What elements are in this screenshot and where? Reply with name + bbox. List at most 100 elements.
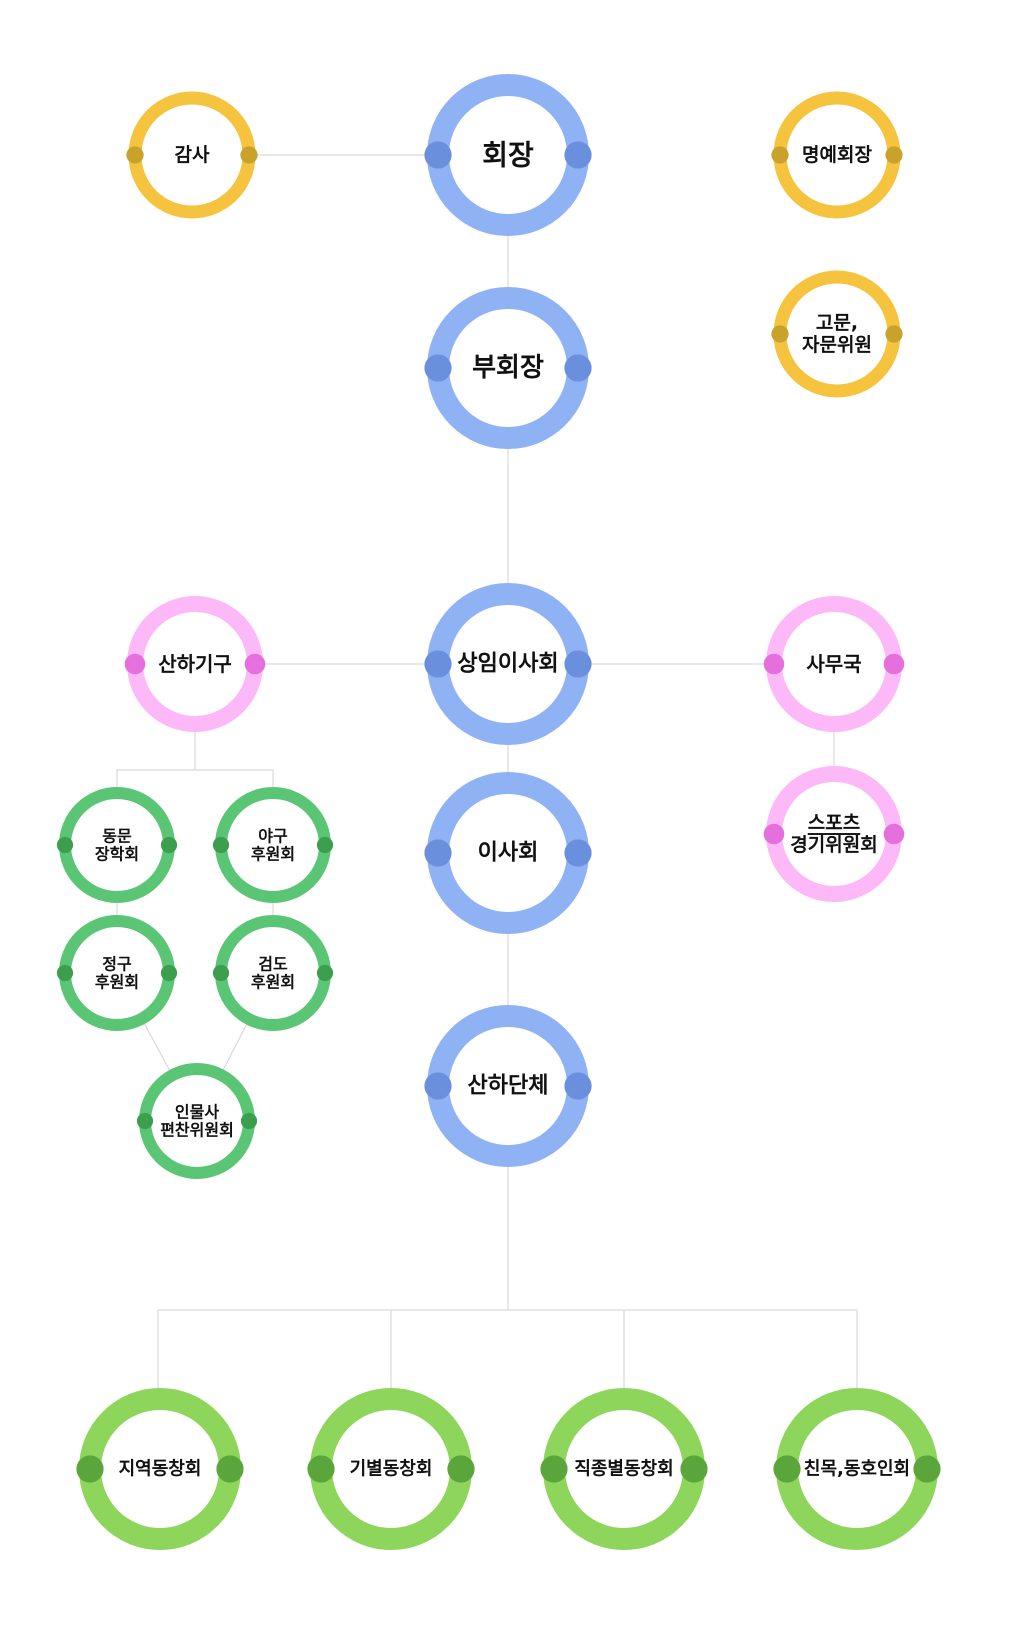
node-background	[135, 604, 255, 724]
node-occupational-alumni: 직종별동창회	[540, 1388, 708, 1550]
node-label: 지역동창회	[119, 1459, 202, 1480]
node-dot-right	[447, 1455, 475, 1483]
node-dot-left	[76, 1455, 104, 1483]
node-affiliated-org: 산하기구	[124, 596, 266, 732]
node-president: 회장	[424, 74, 592, 236]
node-label: 스포츠	[808, 812, 860, 834]
node-dot-right	[564, 1072, 592, 1100]
node-affiliated-groups: 산하단체	[424, 1005, 592, 1167]
node-dot-right	[885, 146, 903, 164]
node-board: 이사회	[424, 772, 592, 934]
node-label: 명예회장	[802, 144, 872, 166]
node-background	[780, 98, 894, 212]
node-dot-left	[56, 836, 74, 854]
node-background	[438, 85, 578, 225]
node-standing-board: 상임이사회	[424, 583, 592, 745]
node-label: 야구	[258, 826, 288, 845]
node-label: 정구	[102, 954, 132, 973]
node-dot-left	[773, 1455, 801, 1483]
node-dot-right	[913, 1455, 941, 1483]
node-background	[438, 594, 578, 734]
node-secretariat: 사무국	[763, 596, 905, 732]
node-label: 기별동창회	[350, 1459, 433, 1480]
node-label: 부회장	[472, 353, 544, 383]
node-background	[90, 1399, 230, 1539]
node-label: 자문위원	[802, 334, 872, 356]
node-background	[780, 277, 894, 391]
node-background	[787, 1399, 927, 1539]
node-dot-left	[763, 653, 785, 675]
node-label: 편찬위원회	[160, 1121, 234, 1140]
node-label: 후원회	[95, 973, 139, 992]
node-label: 이사회	[478, 841, 539, 866]
node-hobby-alumni: 친목,동호인회	[773, 1388, 941, 1550]
node-label: 고문,	[816, 312, 858, 334]
node-regional-alumni: 지역동창회	[76, 1388, 244, 1550]
node-label: 산하단체	[468, 1074, 549, 1099]
node-dot-right	[564, 141, 592, 169]
node-background	[438, 298, 578, 438]
node-dot-right	[883, 823, 905, 845]
node-dot-left	[136, 1112, 154, 1130]
node-class-alumni: 기별동창회	[307, 1388, 475, 1550]
node-dot-right	[316, 836, 334, 854]
node-background	[774, 774, 894, 894]
node-dot-left	[424, 354, 452, 382]
node-background	[65, 921, 169, 1025]
node-dot-right	[316, 964, 334, 982]
node-dot-left	[212, 836, 230, 854]
node-dot-left	[771, 146, 789, 164]
node-dot-right	[564, 650, 592, 678]
node-label: 사무국	[806, 652, 861, 676]
node-background	[438, 783, 578, 923]
node-dot-right	[240, 146, 258, 164]
node-label: 후원회	[251, 845, 295, 864]
node-dot-left	[212, 964, 230, 982]
node-label: 후원회	[251, 973, 295, 992]
node-label: 장학회	[95, 845, 139, 864]
node-dot-right	[240, 1112, 258, 1130]
node-label: 회장	[482, 139, 534, 172]
node-advisors: 고문,자문위원	[771, 270, 903, 398]
node-background	[65, 793, 169, 897]
node-dot-right	[885, 325, 903, 343]
node-dot-left	[424, 839, 452, 867]
node-honorary-president: 명예회장	[771, 91, 903, 219]
node-dot-right	[160, 836, 178, 854]
node-label: 감사	[175, 144, 210, 166]
node-background	[145, 1069, 249, 1173]
node-background	[135, 98, 249, 212]
node-label: 산하기구	[158, 652, 232, 676]
node-dot-right	[216, 1455, 244, 1483]
node-dot-left	[763, 823, 785, 845]
node-dot-left	[56, 964, 74, 982]
node-dot-right	[160, 964, 178, 982]
node-dot-right	[883, 653, 905, 675]
node-dot-right	[564, 839, 592, 867]
node-background	[221, 793, 325, 897]
node-label: 직종별동창회	[574, 1459, 673, 1480]
node-dot-left	[307, 1455, 335, 1483]
node-label: 경기위원회	[790, 834, 877, 856]
node-background	[221, 921, 325, 1025]
node-label: 친목,동호인회	[804, 1459, 910, 1480]
node-dot-left	[126, 146, 144, 164]
node-label: 상임이사회	[457, 652, 558, 677]
node-dot-left	[124, 653, 146, 675]
node-dot-right	[564, 354, 592, 382]
node-vice-president: 부회장	[424, 287, 592, 449]
node-dot-left	[771, 325, 789, 343]
node-dot-left	[424, 141, 452, 169]
node-background	[438, 1016, 578, 1156]
node-label: 검도	[258, 954, 288, 973]
node-label: 인물사	[175, 1102, 219, 1121]
